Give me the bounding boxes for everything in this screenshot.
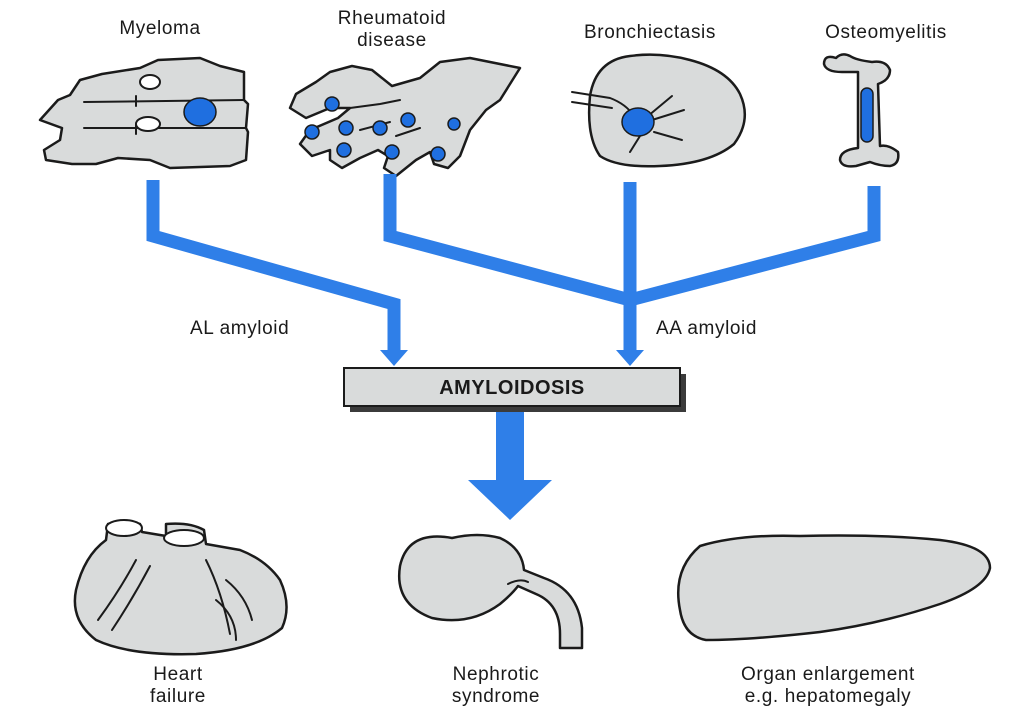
amyloidosis-box: AMYLOIDOSIS bbox=[344, 368, 686, 412]
label-rheumatoid-line1: Rheumatoid bbox=[338, 8, 446, 29]
label-osteomyelitis: Osteomyelitis bbox=[825, 22, 947, 43]
flow-main-arrow bbox=[468, 412, 552, 520]
flow-aa-path bbox=[390, 174, 874, 366]
hand-icon bbox=[290, 58, 520, 176]
lung-icon bbox=[572, 55, 745, 167]
label-myeloma: Myeloma bbox=[119, 18, 200, 39]
liver-icon bbox=[678, 536, 990, 641]
label-heart-line1: Heart bbox=[153, 664, 203, 685]
bone-icon bbox=[824, 54, 898, 166]
label-rheumatoid-line2: disease bbox=[357, 30, 427, 51]
kidney-icon bbox=[399, 535, 582, 648]
label-organ-line1: Organ enlargement bbox=[741, 664, 915, 685]
label-bronchiectasis: Bronchiectasis bbox=[584, 22, 716, 43]
amyloidosis-box-label: AMYLOIDOSIS bbox=[439, 377, 585, 399]
label-organ-line2: e.g. hepatomegaly bbox=[745, 686, 912, 707]
label-nephrotic-line1: Nephrotic bbox=[453, 664, 540, 685]
vertebrae-icon bbox=[40, 58, 248, 168]
label-aa-amyloid: AA amyloid bbox=[656, 318, 757, 339]
label-al-amyloid: AL amyloid bbox=[190, 318, 289, 339]
label-heart-line2: failure bbox=[150, 686, 206, 707]
label-nephrotic-line2: syndrome bbox=[452, 686, 540, 707]
heart-icon bbox=[75, 520, 287, 654]
